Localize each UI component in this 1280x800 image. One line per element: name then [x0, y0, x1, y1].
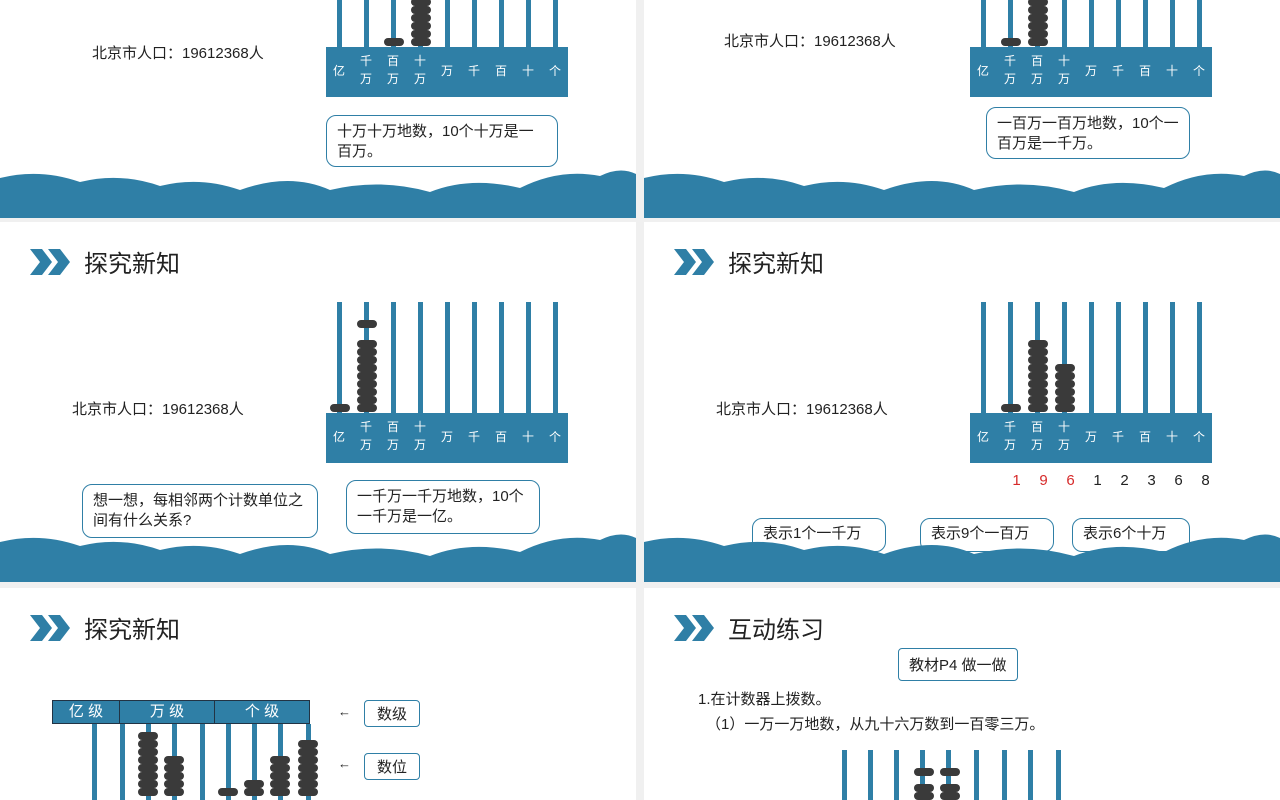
- level-ge: 个 级: [215, 701, 309, 723]
- levels-tag: 数级: [364, 700, 421, 727]
- question-1-1: （1）一万一万地数，从九十六万数到一百零三万。: [706, 716, 1045, 733]
- slide-2[interactable]: 北京市人口：19612368人 亿 千 万 百 万 十 万 万 千 百 十 个: [644, 0, 1280, 218]
- abacus: [840, 750, 1070, 800]
- section-title: 探究新知: [728, 251, 824, 278]
- section-header: 互动练习: [674, 610, 824, 645]
- double-chevron-icon: [674, 614, 714, 641]
- level-yi: 亿 级: [53, 701, 120, 723]
- digit: 1: [1012, 472, 1021, 489]
- double-chevron-icon: [674, 248, 714, 275]
- number-levels-bar: 亿 级 万 级 个 级: [52, 700, 310, 724]
- place-value-panel: 亿 千 万 百 万 十 万 万 千 百 十 个: [970, 47, 1212, 97]
- section-title: 互动练习: [728, 617, 824, 644]
- digit: 1: [1093, 472, 1102, 489]
- population-label: 北京市人口：19612368人: [716, 401, 888, 418]
- section-header: 探究新知: [30, 244, 180, 279]
- section-header: 探究新知: [30, 610, 180, 645]
- speech-bubble: 一百万一百万地数，10个一百万是一千万。: [986, 107, 1190, 159]
- digit: 6: [1174, 472, 1183, 489]
- section-title: 探究新知: [84, 617, 180, 644]
- section-title: 探究新知: [84, 251, 180, 278]
- places-tag: 数位: [364, 753, 421, 780]
- section-header: 探究新知: [674, 244, 824, 279]
- abacus: 亿 千 万 百 万 十 万 万 千 百 十 个: [326, 0, 568, 98]
- slide-5[interactable]: 探究新知 亿 级 万 级 个 级: [0, 588, 636, 800]
- abacus: 亿 千 万 百 万 十 万 万 千 百 十 个: [970, 302, 1212, 464]
- digit: 3: [1147, 472, 1156, 489]
- place-value-panel: 亿 千 万 百 万 十 万 万 千 百 十 个: [970, 413, 1212, 463]
- abacus: 亿 千 万 百 万 十 万 万 千 百 十 个: [326, 302, 568, 464]
- population-label: 北京市人口：19612368人: [92, 45, 264, 62]
- slide-6[interactable]: 互动练习 教材P4 做一做 1.在计数器上拨数。 （1）一万一万地数，从九十六万…: [644, 588, 1280, 800]
- question-bubble: 想一想，每相邻两个计数单位之间有什么关系?: [82, 484, 318, 538]
- double-chevron-icon: [30, 248, 70, 275]
- digit: 6: [1066, 472, 1075, 489]
- speech-bubble: 十万十万地数，10个十万是一百万。: [326, 115, 558, 167]
- arrow-left-icon: ←: [338, 704, 351, 719]
- slide-3[interactable]: 探究新知 北京市人口：19612368人 亿 千 万 百 万 十 万 万: [0, 222, 636, 582]
- digit: 9: [1039, 472, 1048, 489]
- place-value-panel: 亿 千 万 百 万 十 万 万 千 百 十 个: [326, 47, 568, 97]
- cloud-decoration: [644, 534, 1280, 582]
- cloud-decoration: [0, 534, 636, 582]
- level-wan: 万 级: [120, 701, 215, 723]
- abacus: [52, 724, 318, 800]
- cloud-decoration: [0, 170, 636, 218]
- slide-1[interactable]: 北京市人口：19612368人 亿 千 万 百 万 十 万 万 千 百 十 个: [0, 0, 636, 218]
- population-label: 北京市人口：19612368人: [72, 401, 244, 418]
- digit: 2: [1120, 472, 1129, 489]
- place-value-panel: 亿 千 万 百 万 十 万 万 千 百 十 个: [326, 413, 568, 463]
- arrow-left-icon: ←: [338, 756, 351, 771]
- question-1: 1.在计数器上拨数。: [698, 691, 831, 708]
- slide-4[interactable]: 探究新知 北京市人口：19612368人 亿 千 万 百 万: [644, 222, 1280, 582]
- speech-bubble: 一千万一千万地数，10个一千万是一亿。: [346, 480, 540, 534]
- digit: 8: [1201, 472, 1210, 489]
- cloud-decoration: [644, 170, 1280, 218]
- textbook-tag: 教材P4 做一做: [898, 648, 1018, 681]
- population-label: 北京市人口：19612368人: [724, 33, 896, 50]
- abacus: 亿 千 万 百 万 十 万 万 千 百 十 个: [970, 0, 1212, 98]
- callout-bubble: 表示6个十万: [1072, 518, 1190, 552]
- population-digits: 1 9 6 1 2 3 6 8: [1003, 472, 1219, 489]
- double-chevron-icon: [30, 614, 70, 641]
